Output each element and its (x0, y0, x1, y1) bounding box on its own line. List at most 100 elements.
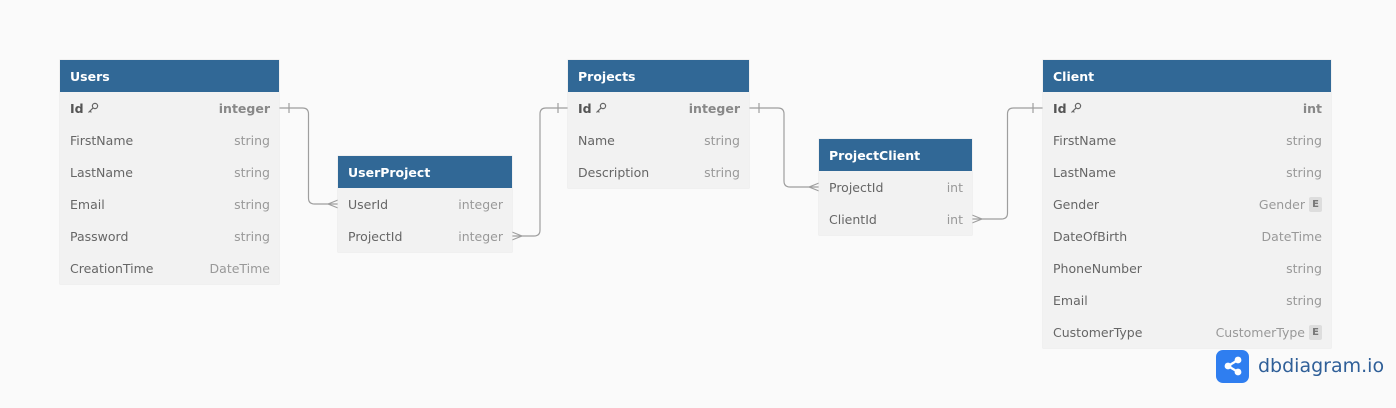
field-name-text: ClientId (829, 211, 877, 227)
field-name: Password (70, 229, 128, 244)
many-marker (971, 214, 983, 224)
field-name: Id (578, 101, 607, 116)
key-icon (1067, 102, 1082, 114)
field-type: DateTime (210, 261, 270, 276)
field-type: string (234, 133, 270, 148)
table-header[interactable]: ProjectClient (819, 139, 972, 171)
field-type-text: int (1302, 100, 1322, 116)
field-row[interactable]: LastName string (60, 156, 279, 188)
field-row[interactable]: Id integer (60, 92, 279, 124)
many-marker (511, 231, 523, 241)
table-header[interactable]: Client (1043, 60, 1331, 92)
key-icon (84, 102, 99, 114)
field-name: UserId (348, 197, 388, 212)
field-type: integer (219, 101, 270, 116)
field-name: Id (1053, 101, 1082, 116)
field-row[interactable]: ClientId int (819, 203, 972, 235)
field-name-text: LastName (70, 164, 133, 180)
field-row[interactable]: Email string (60, 188, 279, 220)
field-name-text: CreationTime (70, 260, 154, 276)
field-row[interactable]: LastName string (1043, 156, 1331, 188)
field-type-text: string (704, 164, 740, 180)
field-row[interactable]: PhoneNumber string (1043, 252, 1331, 284)
field-name-text: FirstName (1053, 132, 1117, 148)
field-type: string (234, 165, 270, 180)
table-header[interactable]: UserProject (338, 156, 512, 188)
field-type: int (947, 180, 963, 195)
field-type: string (234, 197, 270, 212)
field-name-text: Description (578, 164, 650, 180)
field-name: CreationTime (70, 261, 153, 276)
field-row[interactable]: DateOfBirth DateTime (1043, 220, 1331, 252)
relationship-line (749, 107, 819, 188)
field-row[interactable]: FirstName string (60, 124, 279, 156)
field-row[interactable]: ProjectId int (819, 171, 972, 203)
field-row[interactable]: Password string (60, 220, 279, 252)
field-name-text: Email (1053, 292, 1088, 308)
enum-badge[interactable]: E (1309, 324, 1322, 340)
field-name-text: UserId (348, 196, 389, 212)
field-name: Description (578, 165, 649, 180)
field-type-text: string (1286, 164, 1322, 180)
key-icon (592, 102, 607, 114)
field-type: string (1286, 133, 1322, 148)
relationship-line (512, 107, 568, 237)
table-header[interactable]: Projects (568, 60, 749, 92)
field-name-text: FirstName (70, 132, 134, 148)
field-type: string (234, 229, 270, 244)
share-nodes-icon (1216, 349, 1249, 383)
enum-badge[interactable]: E (1309, 196, 1322, 212)
field-type: string (1286, 261, 1322, 276)
field-row[interactable]: Id int (1043, 92, 1331, 124)
field-name: Gender (1053, 197, 1099, 212)
field-name: ProjectId (829, 180, 883, 195)
field-name-text: Password (70, 228, 129, 244)
field-row[interactable]: ProjectId integer (338, 220, 512, 252)
field-type-text: integer (458, 228, 503, 244)
field-row[interactable]: Id integer (568, 92, 749, 124)
relationship-line (279, 107, 338, 205)
field-name: FirstName (1053, 133, 1116, 148)
field-type: int (1303, 101, 1322, 116)
field-row[interactable]: UserId integer (338, 188, 512, 220)
field-name-text: Id (1053, 100, 1067, 116)
field-type: integer (458, 197, 503, 212)
table-header[interactable]: Users (60, 60, 279, 92)
field-type-text: integer (458, 196, 503, 212)
field-type-text: DateTime (209, 260, 270, 276)
field-row[interactable]: CreationTime DateTime (60, 252, 279, 284)
field-row[interactable]: FirstName string (1043, 124, 1331, 156)
field-type: string (704, 133, 740, 148)
field-type-text: int (946, 211, 963, 227)
field-name-text: Id (70, 100, 84, 116)
field-name-text: ProjectId (829, 179, 884, 195)
field-type-text: Gender (1258, 196, 1305, 212)
brand-watermark[interactable]: dbdiagram.io (1216, 349, 1384, 383)
field-row[interactable]: Name string (568, 124, 749, 156)
field-name: Name (578, 133, 615, 148)
field-type: DateTime (1262, 229, 1322, 244)
field-name: FirstName (70, 133, 133, 148)
field-name-text: PhoneNumber (1053, 260, 1142, 276)
field-type-text: string (1286, 132, 1322, 148)
field-name: LastName (1053, 165, 1116, 180)
field-row[interactable]: Description string (568, 156, 749, 188)
field-name: ProjectId (348, 229, 402, 244)
field-type-text: string (234, 164, 270, 180)
field-type-text: string (234, 132, 270, 148)
field-name-text: Email (70, 196, 105, 212)
field-name: Email (1053, 293, 1088, 308)
field-name-text: DateOfBirth (1053, 228, 1128, 244)
field-type: integer (689, 101, 740, 116)
